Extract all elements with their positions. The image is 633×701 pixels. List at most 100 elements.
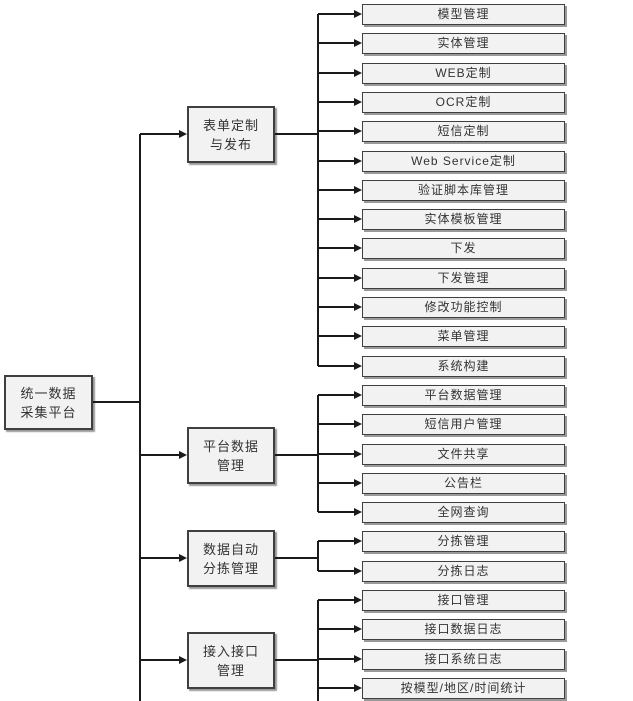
group-trunk-line	[317, 600, 319, 701]
leaf-node: 接口数据日志	[362, 619, 565, 640]
arrowhead-icon	[354, 420, 362, 428]
branch-node-3: 接入接口管理	[187, 632, 275, 689]
arrowhead-icon	[354, 98, 362, 106]
leaf-connector-line	[318, 277, 354, 279]
leaf-connector-line	[318, 482, 354, 484]
leaf-connector-line	[318, 687, 354, 689]
branch-node-label-line2: 分拣管理	[202, 560, 259, 576]
arrowhead-icon	[354, 303, 362, 311]
arrowhead-icon	[354, 537, 362, 545]
arrowhead-icon	[354, 625, 362, 633]
leaf-node: 系统构建	[362, 356, 565, 377]
branch-node-label-line2: 管理	[216, 662, 245, 678]
leaf-node: 分拣管理	[362, 531, 565, 552]
arrowhead-icon	[354, 450, 362, 458]
arrowhead-icon	[354, 332, 362, 340]
branch-node-2: 数据自动分拣管理	[187, 530, 275, 587]
leaf-node: 下发管理	[362, 268, 565, 289]
leaf-node: WEB定制	[362, 63, 565, 84]
arrowhead-icon	[354, 69, 362, 77]
root-node: 统一数据 采集平台	[4, 375, 93, 430]
arrowhead-icon	[354, 479, 362, 487]
leaf-connector-line	[318, 570, 354, 572]
branch-connector-line	[140, 557, 179, 559]
leaf-connector-line	[318, 423, 354, 425]
leaf-connector-line	[318, 218, 354, 220]
leaf-node: 实体模板管理	[362, 209, 565, 230]
leaf-node: 下发	[362, 238, 565, 259]
leaf-node: 短信用户管理	[362, 414, 565, 435]
leaf-connector-line	[318, 130, 354, 132]
leaf-connector-line	[318, 13, 354, 15]
arrowhead-icon	[354, 508, 362, 516]
leaf-node: OCR定制	[362, 92, 565, 113]
leaf-connector-line	[318, 628, 354, 630]
leaf-connector-line	[318, 247, 354, 249]
branch-connector-line	[140, 454, 179, 456]
leaf-node: 接口系统日志	[362, 649, 565, 670]
branch-node-0: 表单定制与发布	[187, 106, 275, 163]
branch-node-label-line2: 与发布	[209, 136, 252, 152]
arrowhead-icon	[354, 655, 362, 663]
branch-node-label-line1: 平台数据	[202, 438, 259, 454]
branch-node-label-line1: 接入接口	[202, 643, 259, 659]
group-connector-line	[275, 557, 318, 559]
leaf-node: 公告栏	[362, 473, 565, 494]
arrowhead-icon	[354, 157, 362, 165]
leaf-connector-line	[318, 189, 354, 191]
arrowhead-icon	[354, 10, 362, 18]
arrowhead-icon	[354, 684, 362, 692]
leaf-node: 菜单管理	[362, 326, 565, 347]
leaf-connector-line	[318, 599, 354, 601]
leaf-connector-line	[318, 453, 354, 455]
branch-node-label-line1: 表单定制	[202, 117, 259, 133]
leaf-node: 验证脚本库管理	[362, 180, 565, 201]
root-connector-line	[93, 401, 140, 403]
arrowhead-icon	[354, 127, 362, 135]
leaf-connector-line	[318, 511, 354, 513]
arrowhead-icon	[354, 567, 362, 575]
branch-node-label-line2: 管理	[216, 457, 245, 473]
branch-connector-line	[140, 659, 179, 661]
leaf-connector-line	[318, 365, 354, 367]
leaf-node: 全网查询	[362, 502, 565, 523]
root-node-label-line1: 统一数据	[20, 385, 77, 401]
leaf-connector-line	[318, 72, 354, 74]
arrowhead-icon	[179, 554, 187, 562]
branch-connector-line	[140, 133, 179, 135]
arrowhead-icon	[354, 391, 362, 399]
leaf-node: 平台数据管理	[362, 385, 565, 406]
main-trunk-line	[139, 134, 141, 701]
leaf-connector-line	[318, 540, 354, 542]
leaf-connector-line	[318, 335, 354, 337]
leaf-connector-line	[318, 42, 354, 44]
arrowhead-icon	[354, 186, 362, 194]
root-node-label-line2: 采集平台	[20, 404, 77, 420]
leaf-node: 实体管理	[362, 33, 565, 54]
leaf-node: 接口管理	[362, 590, 565, 611]
leaf-node: 短信定制	[362, 121, 565, 142]
arrowhead-icon	[179, 130, 187, 138]
leaf-connector-line	[318, 101, 354, 103]
branch-node-label-line1: 数据自动	[202, 541, 259, 557]
leaf-node: 文件共享	[362, 444, 565, 465]
arrowhead-icon	[354, 596, 362, 604]
branch-node-1: 平台数据管理	[187, 427, 275, 484]
leaf-node: 分拣日志	[362, 561, 565, 582]
group-connector-line	[275, 659, 318, 661]
arrowhead-icon	[354, 362, 362, 370]
leaf-connector-line	[318, 160, 354, 162]
arrowhead-icon	[354, 244, 362, 252]
leaf-node: Web Service定制	[362, 151, 565, 172]
leaf-node: 按模型/地区/时间统计	[362, 678, 565, 699]
leaf-node: 模型管理	[362, 4, 565, 25]
arrowhead-icon	[179, 656, 187, 664]
arrowhead-icon	[354, 274, 362, 282]
leaf-node: 修改功能控制	[362, 297, 565, 318]
leaf-connector-line	[318, 394, 354, 396]
arrowhead-icon	[354, 215, 362, 223]
group-connector-line	[275, 133, 318, 135]
group-trunk-line	[317, 541, 319, 571]
group-connector-line	[275, 454, 318, 456]
